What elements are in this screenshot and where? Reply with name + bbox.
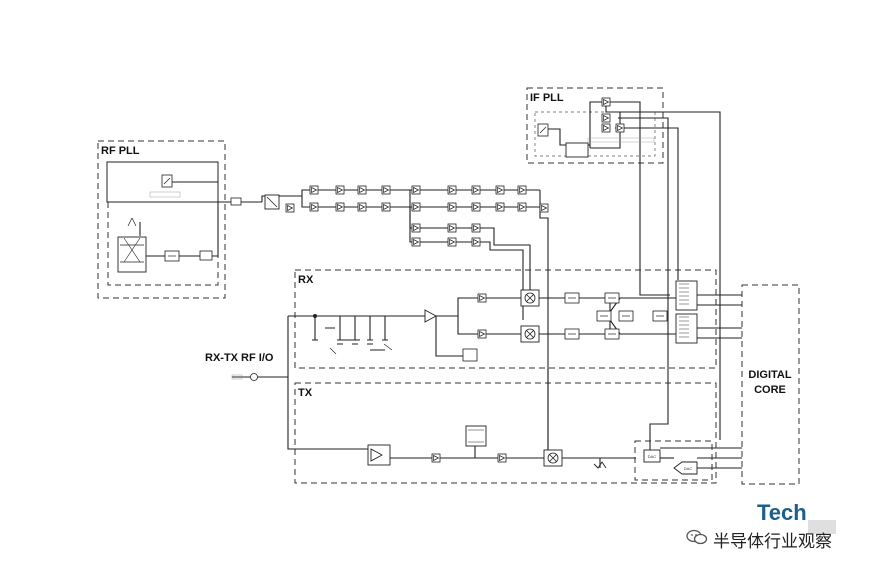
rx-mixer-q bbox=[520, 325, 540, 343]
if-pll-block bbox=[526, 87, 664, 164]
tx-filter-network bbox=[465, 425, 487, 447]
rf-io-port bbox=[231, 373, 258, 381]
rx-mixer-i bbox=[520, 289, 540, 307]
wechat-icon bbox=[686, 529, 708, 545]
rx-label: RX bbox=[298, 274, 314, 286]
rx-adc-i bbox=[675, 280, 698, 311]
tx-dac-2-label: DAC bbox=[684, 466, 693, 471]
rf-pll-filter bbox=[164, 250, 180, 262]
rx-block bbox=[294, 269, 717, 369]
signal-wires bbox=[139, 101, 742, 469]
dac-sub-block bbox=[634, 440, 713, 481]
tx-dac-1-label: DAC bbox=[648, 454, 657, 459]
if-pll-inner bbox=[534, 111, 656, 157]
rf-pll-label: RF PLL bbox=[101, 145, 140, 157]
if-pll-label: IF PLL bbox=[530, 92, 564, 104]
tx-components: DAC DAC bbox=[367, 425, 698, 475]
watermark-bar bbox=[808, 520, 836, 534]
rx-lna bbox=[424, 309, 437, 323]
block-outlines bbox=[97, 87, 717, 484]
watermark-brand: Tech bbox=[757, 500, 807, 525]
tx-block bbox=[294, 382, 717, 484]
tx-dac-2 bbox=[673, 461, 698, 475]
digital-core-label-2: CORE bbox=[754, 384, 786, 396]
if-pll-divider bbox=[565, 142, 589, 158]
watermark-channel: 半导体行业观察 bbox=[713, 532, 832, 552]
tx-label: TX bbox=[298, 387, 313, 399]
rx-components bbox=[312, 280, 698, 362]
rf-pll-divider-box bbox=[117, 236, 147, 273]
digital-core-block bbox=[741, 284, 800, 485]
digital-core-label-1: DIGITAL bbox=[748, 369, 791, 381]
rf-pll-components bbox=[117, 174, 280, 273]
tx-mixer bbox=[543, 449, 563, 467]
if-pll-components bbox=[537, 97, 655, 158]
rf-pll-block bbox=[97, 140, 226, 299]
tx-dac-1 bbox=[643, 449, 661, 463]
rx-tx-io-label: RX-TX RF I/O bbox=[205, 352, 274, 364]
rx-adc-q bbox=[675, 313, 698, 344]
rf-pll-small-label-box bbox=[149, 191, 181, 198]
